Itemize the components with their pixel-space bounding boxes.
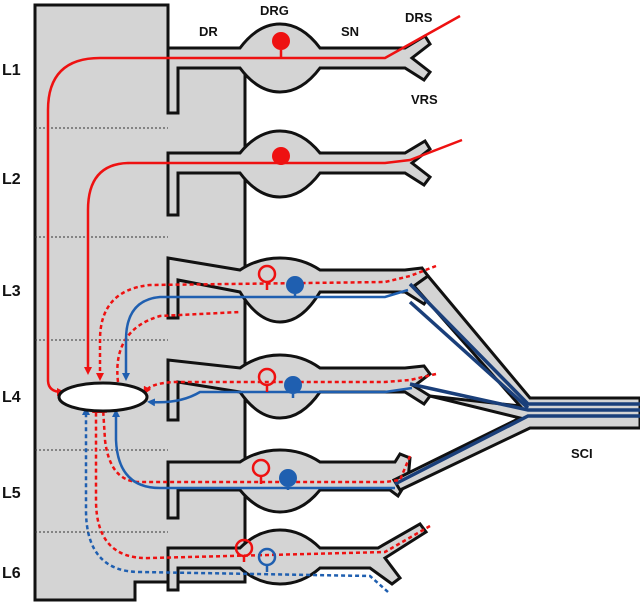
- label-dr: DR: [199, 24, 218, 39]
- level-label-l4: L4: [2, 389, 21, 406]
- red-fibers: [46, 14, 463, 560]
- neuron-l4-red-open: [257, 367, 277, 392]
- level-label-l2: L2: [2, 171, 21, 188]
- label-drg: DRG: [260, 3, 289, 18]
- neuron-l4-blue-filled: [284, 376, 302, 398]
- tissue: [33, 3, 640, 602]
- neuron-l3-red-open: [257, 264, 277, 290]
- neuron-l3-blue-filled: [286, 276, 304, 297]
- neuron-l5-blue-filled: [279, 469, 297, 490]
- label-drs: DRS: [405, 10, 433, 25]
- level-label-l3: L3: [2, 283, 21, 300]
- root-l2: [166, 129, 433, 217]
- fiber-l5-red: [99, 405, 412, 484]
- level-label-l1: L1: [2, 62, 21, 79]
- fiber-l2-red: [84, 138, 463, 375]
- neuron-l2-red-filled: [272, 147, 290, 165]
- fiber-l5-blue: [112, 409, 395, 490]
- fiber-l3-red: [96, 264, 437, 381]
- fiber-l6-red: [92, 405, 431, 560]
- label-sci: SCI: [571, 446, 593, 461]
- root-l1: [166, 22, 433, 115]
- fiber-l3-blue: [122, 288, 409, 381]
- neuron-l1-red-filled: [272, 32, 290, 58]
- fiber-l1-red: [46, 14, 461, 396]
- sciatic-nerve: [391, 273, 640, 492]
- neuron-l6-blue-open: [257, 547, 277, 572]
- bundle-lines: [394, 282, 640, 486]
- label-vrs: VRS: [411, 92, 438, 107]
- target-oval: [57, 381, 149, 413]
- fiber-l4-blue: [147, 386, 413, 407]
- drg-neurons: [234, 32, 304, 572]
- fiber-l4-red: [143, 372, 437, 395]
- fiber-l6-blue: [82, 407, 389, 593]
- neuron-l5-red-open: [251, 458, 271, 484]
- label-sn: SN: [341, 24, 359, 39]
- level-label-l6: L6: [2, 565, 21, 582]
- labels: DR DRG SN DRS VRS SCI L1 L2 L3 L4 L5 L6: [2, 3, 593, 582]
- neuron-l6-red-open: [234, 538, 254, 562]
- blue-fibers: [82, 288, 413, 593]
- level-label-l5: L5: [2, 485, 21, 502]
- root-l6: [166, 522, 429, 592]
